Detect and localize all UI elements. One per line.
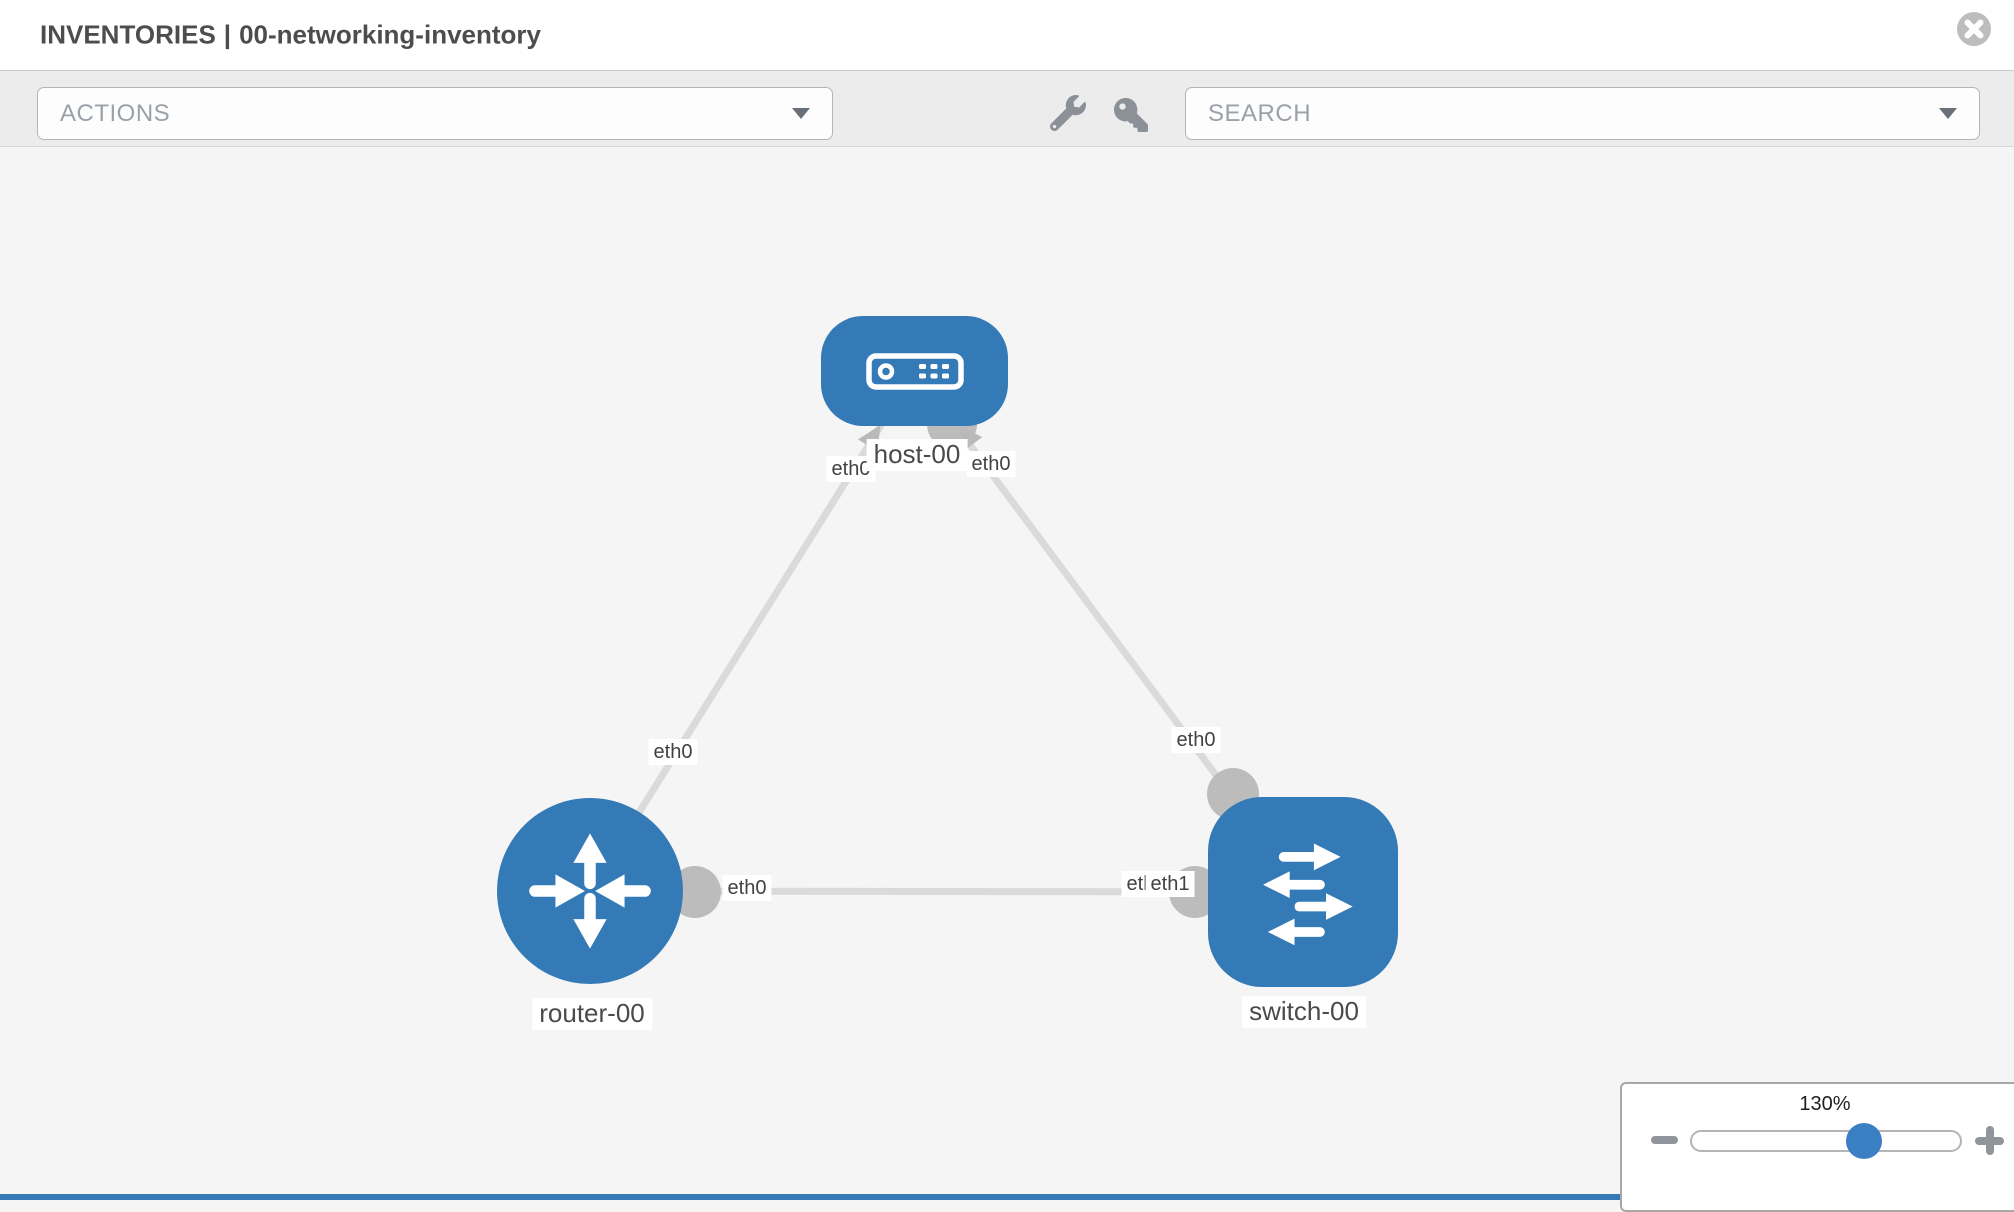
actions-dropdown[interactable]: ACTIONS: [37, 87, 833, 140]
plus-icon: [1985, 1126, 1994, 1155]
page-title-divider: |: [223, 19, 232, 50]
node-label-host: host-00: [866, 439, 968, 471]
zoom-control-panel: 130%: [1620, 1082, 2014, 1212]
zoom-level-value: 130%: [1799, 1093, 1851, 1115]
tools-button[interactable]: [1049, 95, 1086, 136]
close-button[interactable]: [1956, 11, 1992, 47]
router-icon: [529, 833, 651, 949]
page-title-section: INVENTORIES: [40, 19, 216, 50]
zoom-in-button[interactable]: [1975, 1126, 2004, 1155]
toolbar: ACTIONS SEARCH: [0, 71, 2014, 147]
node-switch-00[interactable]: [1208, 797, 1398, 987]
actions-dropdown-label: ACTIONS: [60, 99, 171, 127]
host-icon: [865, 352, 964, 390]
page-title: INVENTORIES|00-networking-inventory: [40, 20, 549, 51]
search-dropdown-label: SEARCH: [1208, 99, 1312, 127]
page-title-inventory-name: 00-networking-inventory: [239, 19, 541, 50]
zoom-slider-track[interactable]: [1690, 1130, 1962, 1152]
wrench-icon: [1049, 95, 1086, 132]
interface-label: eth0: [648, 739, 698, 765]
interface-label: eth0: [1171, 727, 1221, 753]
close-icon: [1957, 12, 1991, 46]
chevron-down-icon: [1939, 108, 1957, 119]
switch-icon: [1263, 843, 1353, 946]
interface-label: eth0: [966, 451, 1016, 477]
credentials-button[interactable]: [1114, 98, 1148, 137]
interface-label: eth0: [722, 875, 772, 901]
interface-label: eth1: [1145, 871, 1195, 897]
page-header: INVENTORIES|00-networking-inventory: [0, 0, 2014, 71]
bottom-edge-strip: [0, 1194, 1620, 1200]
interface-label: eth0: [826, 456, 876, 482]
key-icon: [1114, 98, 1148, 132]
node-router-00[interactable]: [497, 798, 683, 984]
search-dropdown[interactable]: SEARCH: [1185, 87, 1980, 140]
node-label-switch: switch-00: [1242, 996, 1366, 1028]
topology-links-layer: [587, 368, 1306, 918]
topology-canvas[interactable]: eth0 eth0 eth0 eth0 eth0 eth0 eth1 host-…: [0, 148, 2014, 1200]
zoom-slider-thumb[interactable]: [1846, 1123, 1882, 1159]
node-host-00[interactable]: [821, 316, 1008, 426]
zoom-out-button[interactable]: [1651, 1136, 1678, 1144]
chevron-down-icon: [792, 108, 810, 119]
node-label-router: router-00: [532, 998, 652, 1030]
